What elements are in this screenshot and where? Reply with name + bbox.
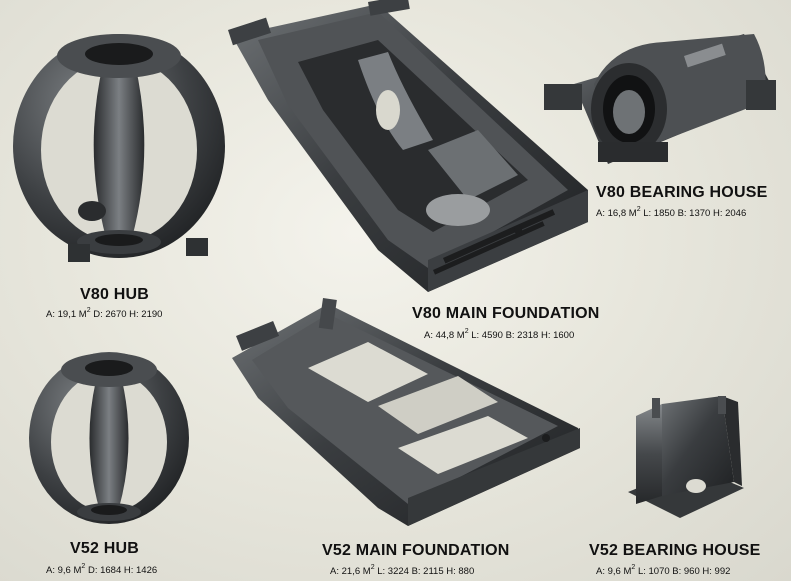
main-foundation-casting-icon	[232, 298, 580, 526]
v52-bearing-house-specs: A: 9,6 M2 L: 1070 B: 960 H: 992	[596, 564, 731, 577]
dimensions: D: 1684 H: 1426	[87, 565, 158, 576]
area-prefix: A:	[596, 208, 605, 219]
v52-bearing-house-title: V52 BEARING HOUSE	[589, 542, 761, 559]
dimensions: L: 1850 B: 1370 H: 2046	[643, 208, 747, 219]
v52-bearing-house-image	[622, 396, 748, 522]
area-unit: M	[73, 565, 82, 576]
v80-hub-image	[8, 16, 230, 266]
area-exponent: 2	[86, 307, 91, 314]
area-exponent: 2	[464, 328, 469, 335]
area-exponent: 2	[631, 564, 636, 571]
dimensions: L: 4590 B: 2318 H: 1600	[471, 330, 575, 341]
hub-casting-icon	[29, 352, 189, 524]
dimensions: D: 2670 H: 2190	[93, 309, 163, 320]
main-foundation-casting-icon	[228, 0, 588, 292]
area-exponent: 2	[81, 563, 86, 570]
dimensions: L: 1070 B: 960 H: 992	[637, 566, 731, 577]
area-unit: M	[78, 309, 87, 320]
area-prefix: A:	[46, 565, 55, 576]
hub-casting-icon	[13, 34, 225, 262]
v52-main-foundation-title: V52 MAIN FOUNDATION	[322, 542, 510, 559]
area-value: 9,6	[57, 565, 71, 576]
v80-hub-specs: A: 19,1 M2 D: 2670 H: 2190	[46, 307, 163, 320]
area-prefix: A:	[596, 566, 605, 577]
area-prefix: A:	[46, 309, 55, 320]
area-prefix: A:	[424, 330, 433, 341]
area-unit: M	[623, 566, 632, 577]
area-unit: M	[456, 330, 465, 341]
area-exponent: 2	[370, 564, 375, 571]
area-value: 16,8	[607, 208, 627, 219]
bearing-house-casting-icon	[544, 34, 776, 164]
v80-bearing-house-specs: A: 16,8 M2 L: 1850 B: 1370 H: 2046	[596, 206, 747, 219]
area-prefix: A:	[330, 566, 339, 577]
bearing-house-casting-icon	[628, 396, 744, 518]
v52-hub-image	[24, 340, 194, 530]
area-value: 44,8	[435, 330, 455, 341]
v80-hub-title: V80 HUB	[80, 286, 149, 303]
v52-hub-title: V52 HUB	[70, 540, 139, 557]
area-value: 21,6	[341, 566, 361, 577]
area-unit: M	[362, 566, 371, 577]
area-exponent: 2	[636, 206, 641, 213]
v80-bearing-house-image	[544, 24, 780, 174]
area-value: 19,1	[57, 309, 77, 320]
area-value: 9,6	[607, 566, 621, 577]
v80-main-foundation-title: V80 MAIN FOUNDATION	[412, 305, 600, 322]
v52-main-foundation-specs: A: 21,6 M2 L: 3224 B: 2115 H: 880	[330, 564, 475, 577]
area-unit: M	[628, 208, 637, 219]
v80-main-foundation-specs: A: 44,8 M2 L: 4590 B: 2318 H: 1600	[424, 328, 575, 341]
v52-hub-specs: A: 9,6 M2 D: 1684 H: 1426	[46, 563, 158, 576]
v80-main-foundation-image	[228, 0, 590, 296]
dimensions: L: 3224 B: 2115 H: 880	[377, 566, 475, 577]
v52-main-foundation-image	[228, 298, 584, 528]
v80-bearing-house-title: V80 BEARING HOUSE	[596, 184, 768, 201]
